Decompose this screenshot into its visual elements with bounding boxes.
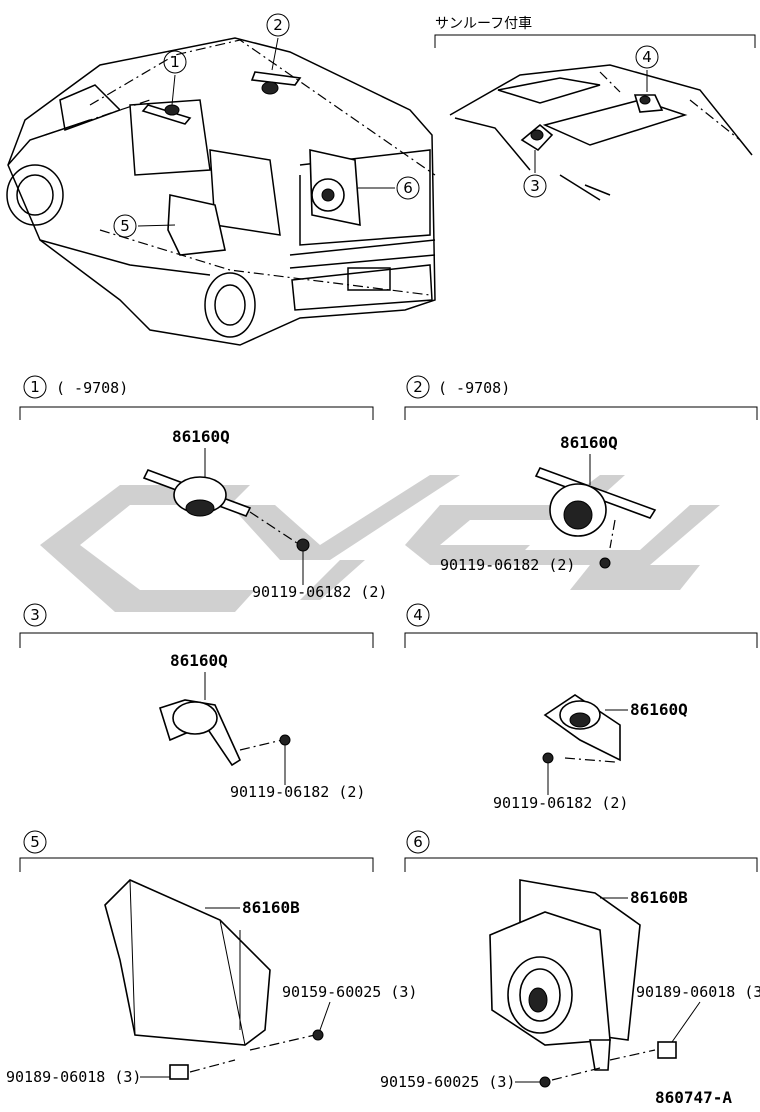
section-1-part-number: 86160Q xyxy=(172,427,230,446)
callout-1: 1 xyxy=(163,50,187,74)
section-6-part-number: 86160B xyxy=(630,888,688,907)
callout-6: 6 xyxy=(396,176,420,200)
section-1-bolt: 90119-06182 (2) xyxy=(252,583,387,601)
section-6-clip: 90189-06018 (3 xyxy=(636,983,760,1001)
section-4-bolt: 90119-06182 (2) xyxy=(493,794,628,812)
callout-4: 4 xyxy=(635,45,659,69)
section-4-part-number: 86160Q xyxy=(630,700,688,719)
section-3: 3 86160Q 90119-06182 (2) xyxy=(19,603,374,801)
section-5-bolt: 90159-60025 (3) xyxy=(282,983,417,1001)
watermark-logo xyxy=(40,475,720,612)
svg-text:5: 5 xyxy=(30,833,40,851)
sunroof-illustration: サンルーフ付車 4 3 xyxy=(434,15,756,201)
svg-text:1: 1 xyxy=(30,378,40,396)
svg-text:2: 2 xyxy=(273,16,283,34)
van-illustration xyxy=(6,37,436,346)
section-4: 4 86160Q 90119-06182 (2) xyxy=(404,603,758,812)
svg-text:1: 1 xyxy=(170,53,180,71)
section-5-clip: 90189-06018 (3) xyxy=(6,1068,141,1086)
section-6: 6 86160B 90189-06018 (3 90159-60025 (3) xyxy=(380,830,760,1091)
svg-text:2: 2 xyxy=(413,378,423,396)
svg-text:3: 3 xyxy=(530,177,540,195)
section-6-bolt: 90159-60025 (3) xyxy=(380,1073,515,1091)
section-2: 2 ( -9708) 86160Q 90119-06182 (2) xyxy=(404,375,758,574)
svg-text:4: 4 xyxy=(642,48,652,66)
section-5: 5 86160B 90159-60025 (3) 90189-06018 (3) xyxy=(6,830,417,1086)
section-1-date-range: ( -9708) xyxy=(56,379,128,397)
section-2-bolt: 90119-06182 (2) xyxy=(440,556,575,574)
callout-5: 5 xyxy=(113,214,137,238)
callout-2: 2 xyxy=(266,13,290,37)
svg-text:6: 6 xyxy=(403,179,413,197)
callout-3: 3 xyxy=(523,174,547,198)
section-2-part-number: 86160Q xyxy=(560,433,618,452)
svg-text:6: 6 xyxy=(413,833,423,851)
svg-text:4: 4 xyxy=(413,606,423,624)
figure-id: 860747-A xyxy=(655,1088,732,1107)
section-2-date-range: ( -9708) xyxy=(438,379,510,397)
svg-text:3: 3 xyxy=(30,606,40,624)
svg-text:5: 5 xyxy=(120,217,130,235)
section-5-part-number: 86160B xyxy=(242,898,300,917)
section-1: 1 ( -9708) 86160Q 90119-06182 (2) xyxy=(19,375,387,601)
section-3-part-number: 86160Q xyxy=(170,651,228,670)
section-3-bolt: 90119-06182 (2) xyxy=(230,783,365,801)
sunroof-note: サンルーフ付車 xyxy=(435,15,532,32)
